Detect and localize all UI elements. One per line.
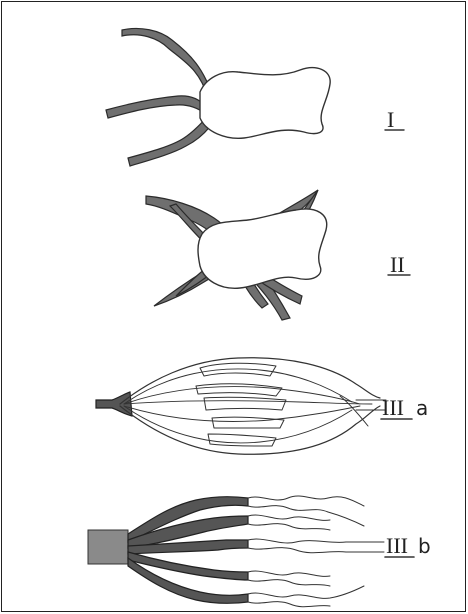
figure-3b-root: [88, 530, 128, 564]
figure-3a-plaque: [200, 363, 276, 376]
figure-3a-plaque: [208, 434, 276, 446]
figure-1-process-middle: [106, 96, 206, 118]
figure-2: II: [146, 190, 410, 320]
figure-3b: III b: [88, 496, 431, 607]
figure-1-label: I: [387, 107, 394, 132]
figure-3a-plaque: [212, 417, 284, 428]
figure-1: I: [106, 28, 404, 166]
figure-3b-terminal: [248, 539, 384, 543]
figure-1-process-top: [122, 28, 214, 100]
figure-3a: III a: [96, 358, 428, 455]
figure-3b-terminal: [248, 496, 364, 506]
figure-3b-terminal: [248, 586, 364, 598]
figure-3b-terminal: [248, 524, 330, 530]
figure-3b-label: III: [386, 533, 408, 558]
figure-1-cell-body: [200, 68, 330, 139]
figure-3b-terminal: [248, 580, 330, 586]
figure-3b-suffix: b: [418, 534, 431, 558]
figure-3b-terminal: [248, 602, 330, 607]
figure-1-process-bottom: [128, 118, 212, 166]
figure-3b-terminal: [248, 548, 384, 553]
figure-3a-suffix: a: [416, 396, 428, 420]
figure-3b-terminal: [248, 515, 330, 520]
figure-3a-fiber: [124, 401, 372, 404]
figure-3a-plaque: [204, 397, 286, 410]
figure-3a-label: III: [382, 395, 404, 420]
figure-3a-outline-bottom: [120, 406, 380, 454]
figure-3a-fiber: [124, 387, 360, 404]
figure-3a-plaque: [196, 384, 282, 396]
figure-3b-terminal: [248, 571, 330, 576]
figure-3a-fiber: [124, 406, 352, 443]
figure-2-label: II: [390, 252, 405, 277]
